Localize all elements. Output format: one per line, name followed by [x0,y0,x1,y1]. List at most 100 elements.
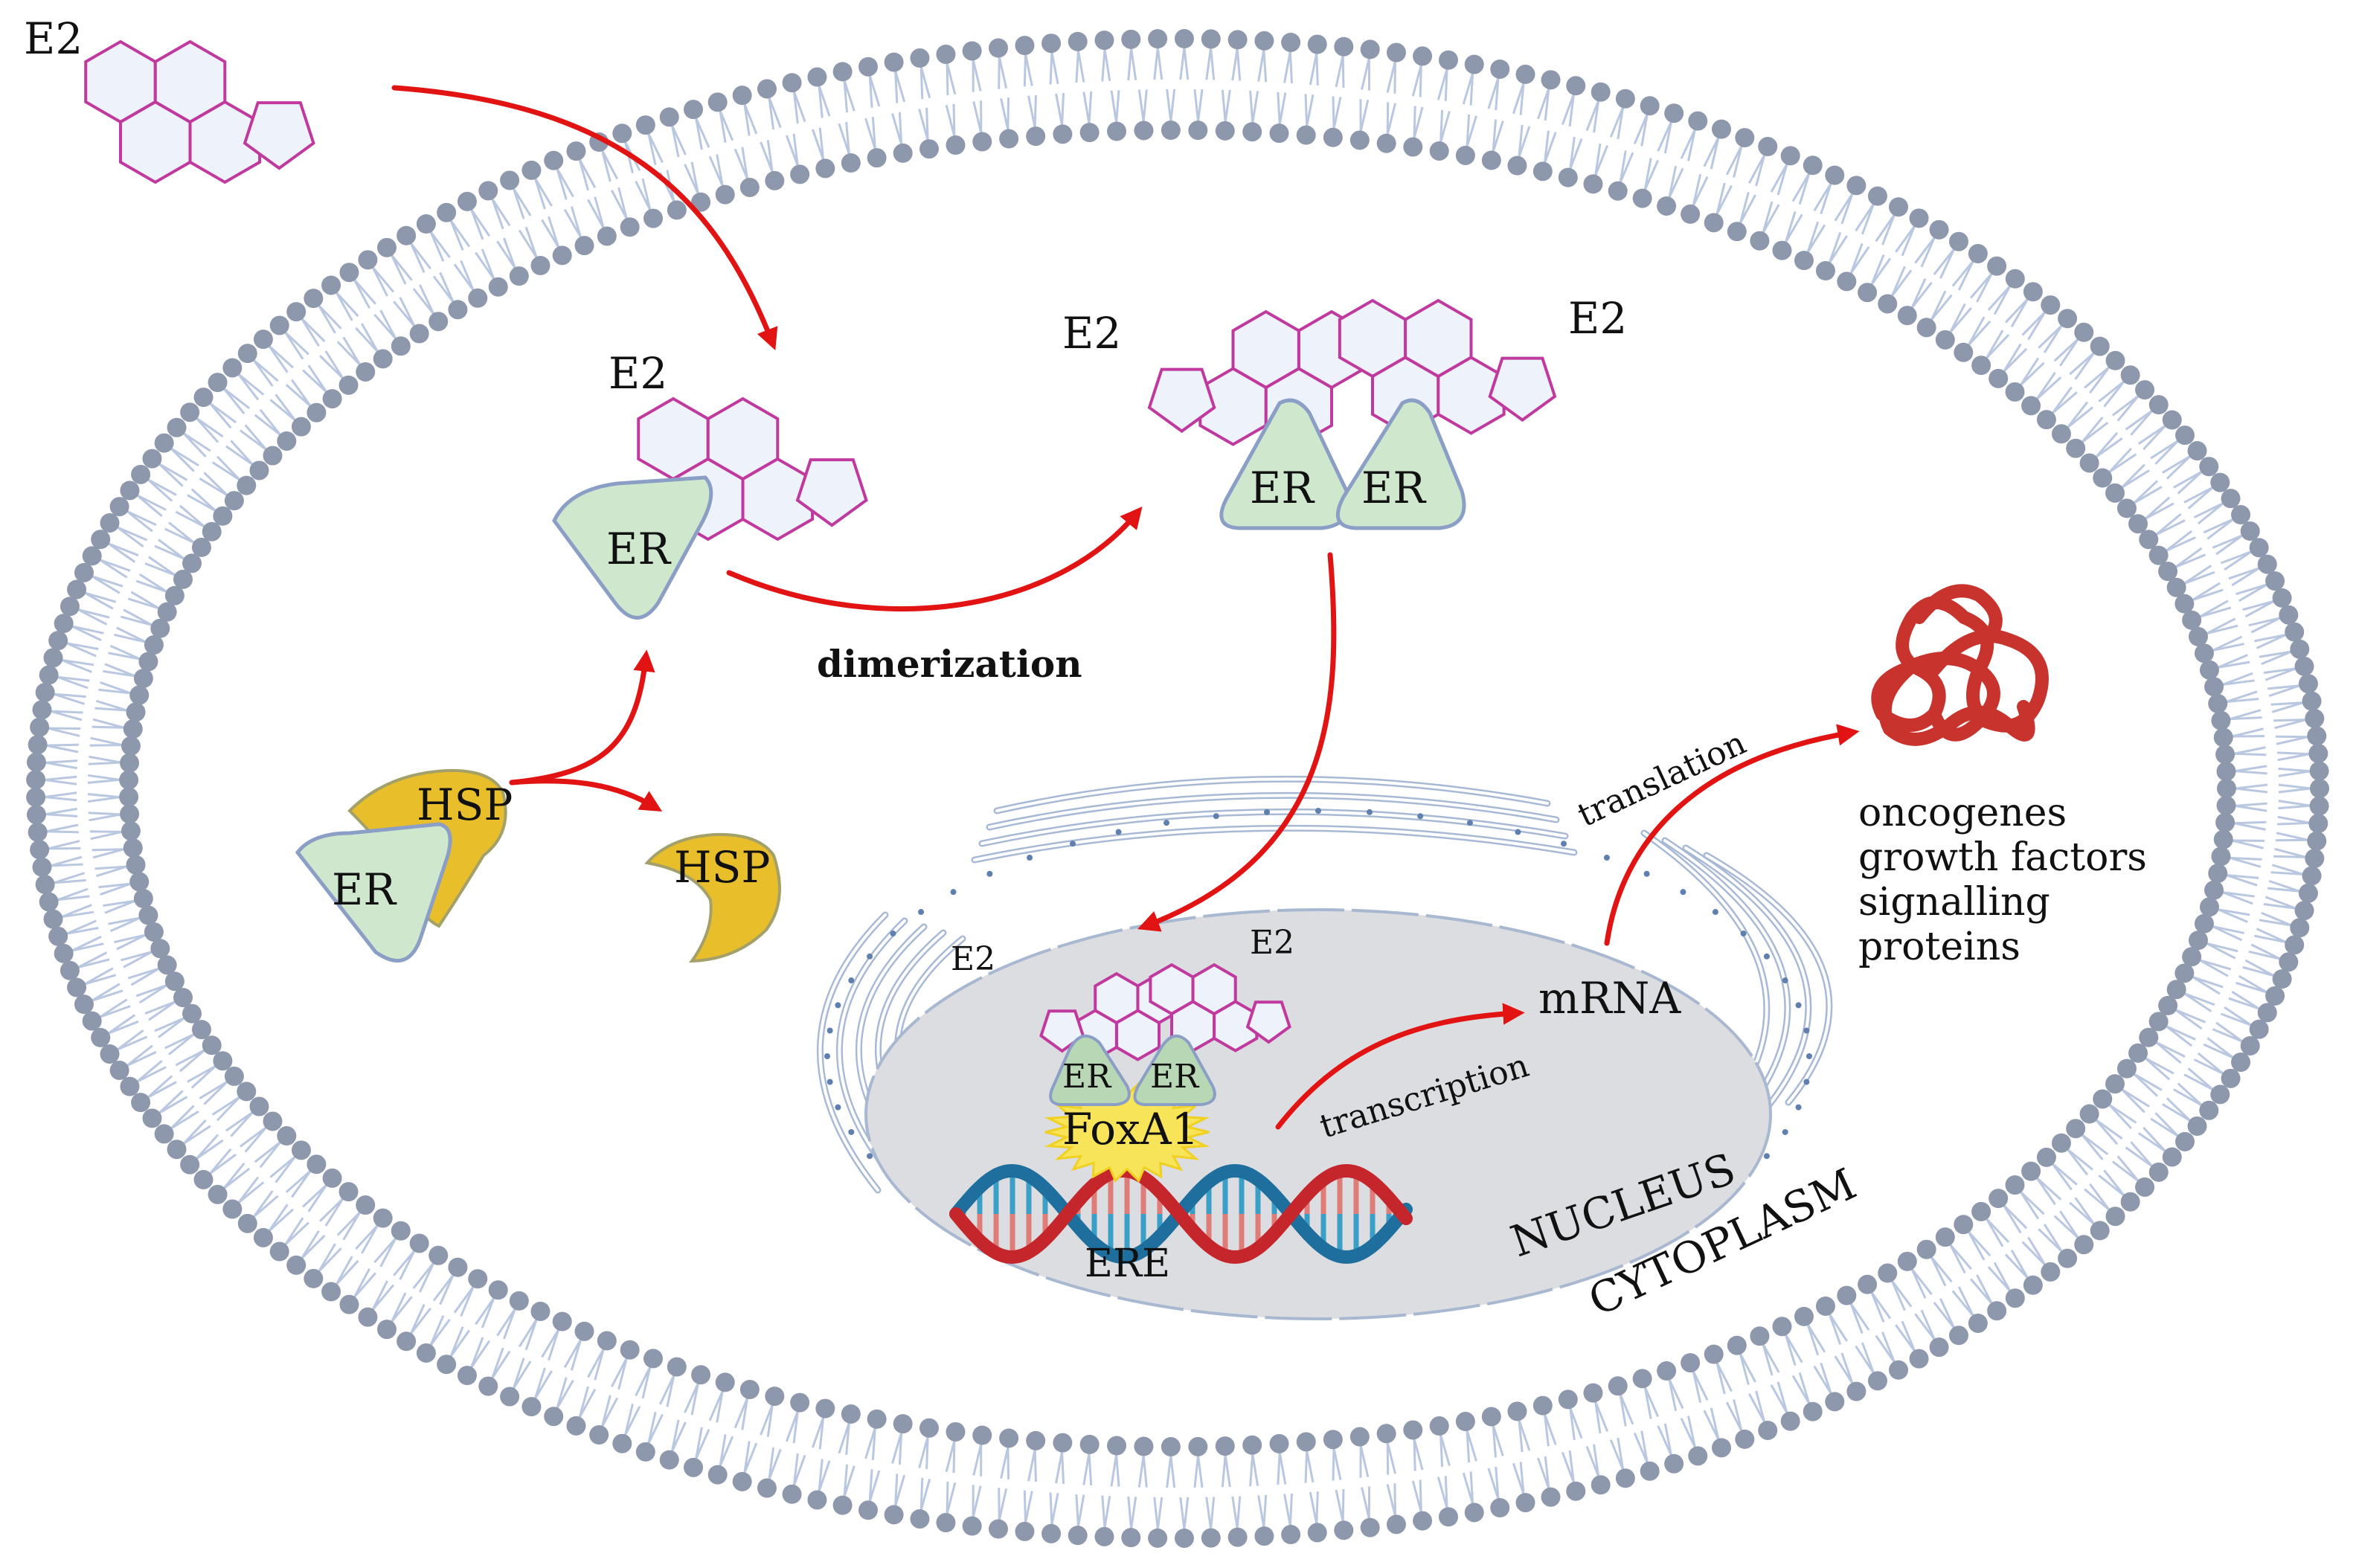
dimerization-label: dimerization [817,642,1082,686]
lipid-tail [87,793,121,799]
lipid-tail [2162,455,2191,474]
lipid-tail [1335,55,1344,88]
lipid-tail [2165,1025,2193,1047]
lipid-head [1794,251,1814,271]
lipid-tail [818,1460,831,1492]
lipid-tail [2238,583,2267,603]
lipid-tail [1643,158,1652,190]
lipid-tail [2121,1088,2145,1114]
lipid-head [2174,963,2195,983]
lipid-tail [121,615,153,626]
lipid-head [2135,1177,2155,1197]
lipid-tail [684,1383,699,1413]
lipid-head [946,135,966,155]
lipid-tail [1439,109,1444,143]
lipid-tail [1762,1343,1774,1376]
lipid-tail [818,85,831,117]
lipid-tail [1561,94,1575,126]
lipid-head [119,787,139,807]
lipid-head [180,1154,200,1175]
lipid-head [2139,530,2159,550]
lipid-tail [57,887,89,902]
lipid-tail [1437,68,1448,100]
lipid-tail [1891,269,1913,297]
arrow-hsp-release [509,778,663,812]
lipid-tail [355,327,379,353]
lipid-tail [556,1379,574,1409]
lipid-tail [399,297,416,327]
lipid-tail [946,62,949,96]
lipid-tail [1024,54,1033,86]
lipid-tail [1585,1445,1600,1477]
lipid-tail [1411,64,1422,97]
lipid-tail [2089,366,2111,394]
lipid-tail [1747,1392,1766,1423]
lipid-head [946,1421,966,1442]
lipid-tail [1951,260,1974,287]
lipid-tail [2166,536,2196,552]
lipid-head [972,1425,992,1445]
lipid-head [2182,610,2202,630]
lipid-tail [1544,132,1557,164]
lipid-tail [2224,1006,2252,1026]
lipid-head [437,1355,457,1375]
lipid-tail [647,1413,664,1445]
lipid-head [2215,745,2235,765]
arrow-dimerization [726,506,1143,611]
lipid-head [100,513,120,533]
lipid-tail [1469,1471,1474,1504]
lipid-head [2231,504,2251,524]
lipid-tail [1930,1256,1953,1283]
lipid-head [962,41,982,61]
lipid-tail [2278,804,2311,810]
lipid-tail [1127,48,1133,81]
lipid-tail [2003,347,2028,373]
lipid-head [2204,677,2224,697]
lipid-head [237,475,257,495]
lipid-tail [1901,225,1916,257]
lipid-head [2021,396,2041,416]
lipid-head [635,115,655,135]
lipid-head [1439,50,1459,70]
lipid-tail [2270,701,2303,706]
lipid-tail [2145,1057,2174,1075]
lipid-tail [203,472,228,496]
lipid-head [109,1060,129,1080]
lipid-tail [1968,1230,1991,1257]
lipid-tail [209,1153,237,1175]
lipid-tail [945,1440,956,1473]
lipid-head [2128,1043,2148,1063]
lipid-tail [2035,1177,2056,1206]
lipid-head [306,402,327,422]
lipid-head [1464,1503,1484,1523]
lipid-tail [1784,211,1797,243]
lipid-tail [87,778,121,784]
lipid-tail [1359,1445,1370,1478]
lipid-tail [1088,1453,1093,1486]
lipid-tail [1692,1371,1702,1403]
lipid-tail [998,1488,1008,1520]
lipid-head [164,971,184,992]
lipid-head [253,1227,273,1247]
lipid-tail [1304,1450,1309,1483]
lipid-tail [548,216,560,248]
lipid-head [1640,1461,1660,1481]
lipid-tail [1101,1495,1106,1529]
lipid-tail [239,1126,267,1148]
lipid-tail [481,1297,495,1328]
lipid-head [428,1245,449,1265]
lipid-tail [1439,1434,1444,1468]
lipid-tail [670,1419,680,1452]
lipid-head [2074,322,2094,342]
lipid-head [521,160,542,180]
lipid-tail [1462,1472,1474,1505]
lipid-tail [998,1488,1001,1520]
lipid-tail [1076,50,1085,83]
lipid-head [1079,1434,1100,1454]
lipid-tail [1733,145,1743,178]
lipid-tail [90,830,123,841]
lipid-tail [2273,855,2306,858]
lipid-head [807,1490,827,1510]
lipid-tail [409,1303,426,1334]
